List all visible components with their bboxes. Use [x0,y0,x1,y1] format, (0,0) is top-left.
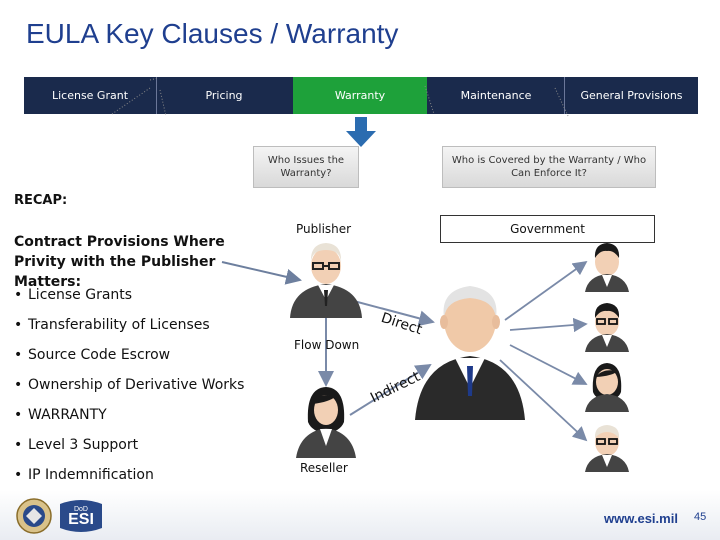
page-title: EULA Key Clauses / Warranty [26,18,399,49]
esi-logo: ESI DoD [58,498,104,532]
list-item: •Level 3 Support [14,437,139,453]
tab-warranty[interactable]: Warranty [293,77,427,114]
bullet-text: Ownership of Derivative Works [28,377,245,393]
bullet-text: Transferability of Licenses [28,317,210,333]
list-item: •IP Indemnification [14,467,154,483]
bullet-text: WARRANTY [28,407,107,423]
tab-divider [156,77,157,114]
recap-label: RECAP: [14,193,68,208]
indirect-arrow [349,363,432,416]
reseller-label: Reseller [300,461,348,475]
who-issues-box: Who Issues the Warranty? [253,146,359,188]
tab-label: Pricing [205,89,243,102]
tab-label: General Provisions [580,89,683,102]
direct-arrow [349,299,435,327]
tab-label: Maintenance [460,89,532,102]
tab-label: Warranty [334,89,386,102]
covered-person-icon [585,243,629,292]
government-label-box: Government [440,215,655,243]
tab-label: License Grant [51,89,129,102]
dod-seal-icon [16,498,52,534]
gov-arrow [499,359,588,442]
reseller-person-icon [296,387,356,458]
list-item: •Ownership of Derivative Works [14,377,245,393]
tab-connectors [111,77,569,117]
publisher-label: Publisher [296,222,352,236]
covered-person-icon [585,363,629,412]
bullet-text: IP Indemnification [28,467,154,483]
esi-logo-icon: ESI DoD [60,500,102,532]
gov-arrow [509,317,588,333]
flow-down-label: Flow Down [294,338,360,352]
tab-divider [564,77,565,114]
svg-text:DoD: DoD [74,506,88,513]
list-item: •WARRANTY [14,407,107,423]
government-label: Government [510,222,585,236]
list-item: •Source Code Escrow [14,347,171,363]
list-item: •Transferability of Licenses [14,317,210,333]
bullet-text: License Grants [28,287,133,303]
gov-arrow [509,344,588,385]
page-number: 45 [694,511,707,523]
covered-person-icon [585,425,629,472]
tab-general-provisions[interactable]: General Provisions [565,77,698,114]
bullet-text: Source Code Escrow [28,347,171,363]
bullet-text: Level 3 Support [28,437,139,453]
tab-license-grant[interactable]: License Grant [24,77,156,114]
footer-url[interactable]: www.esi.mil [604,511,678,526]
svg-text:ESI: ESI [68,511,94,528]
footer-bar [0,490,720,540]
tab-pricing[interactable]: Pricing [157,77,291,114]
who-covered-box: Who is Covered by the Warranty / Who Can… [442,146,656,188]
list-item: •License Grants [14,287,133,303]
gov-arrow [504,260,588,321]
privity-arrow [221,261,302,285]
publisher-person-icon [290,243,362,318]
provisions-heading: Contract Provisions Where Privity with t… [14,234,225,290]
tab-maintenance[interactable]: Maintenance [429,77,563,114]
government-official-icon [415,286,525,420]
covered-person-icon [585,303,629,352]
down-arrow-icon [346,117,376,147]
who-covered-text: Who is Covered by the Warranty / Who Can… [451,155,647,179]
who-issues-text: Who Issues the Warranty? [267,155,345,179]
